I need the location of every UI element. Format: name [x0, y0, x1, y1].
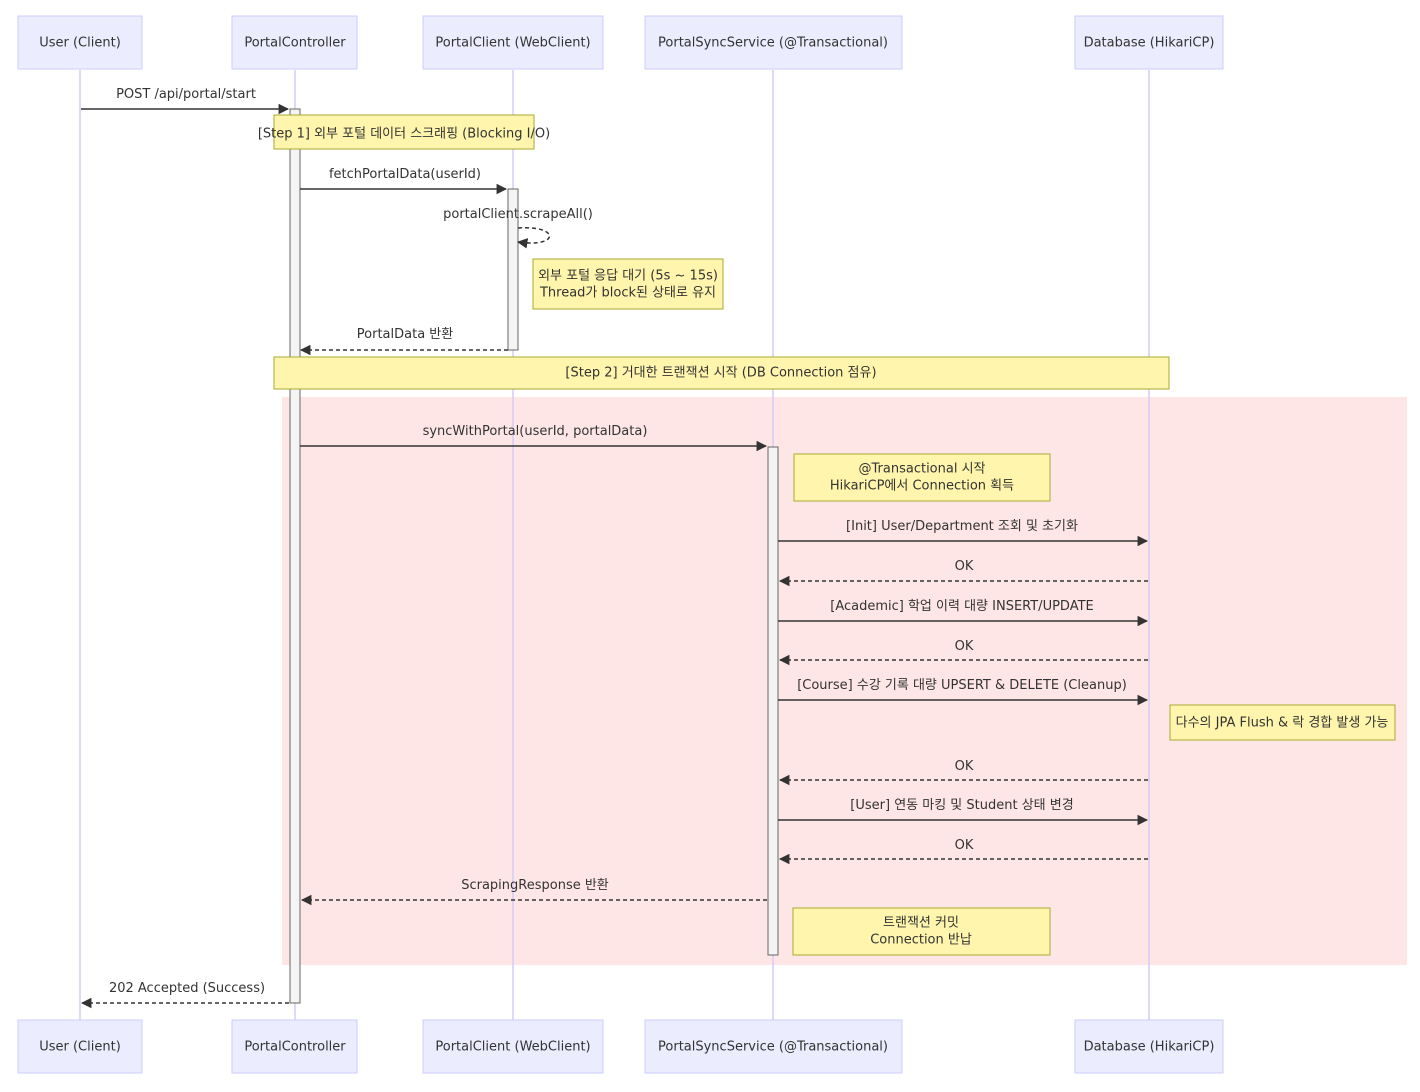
message-label: portalClient.scrapeAll()	[443, 207, 593, 222]
note-line: Thread가 block된 상태로 유지	[539, 286, 716, 301]
message-academic: [Academic] 학업 이력 대량 INSERT/UPDATE	[778, 599, 1149, 627]
activation-controller	[289, 108, 301, 1004]
message-label: OK	[955, 838, 974, 853]
note-line: [Step 2] 거대한 트랜잭션 시작 (DB Connection 점유)	[565, 366, 876, 381]
note-line: Connection 반납	[870, 933, 972, 948]
participant-user: User (Client)	[17, 15, 143, 70]
note-line: 트랜잭션 커밋	[883, 916, 959, 931]
participant-label: PortalClient (WebClient)	[435, 36, 590, 51]
message-label: ScrapingResponse 반환	[461, 878, 609, 893]
message-label: syncWithPortal(userId, portalData)	[423, 424, 648, 439]
participant-service-bottom: PortalSyncService (@Transactional)	[644, 1019, 903, 1074]
message-course: [Course] 수강 기록 대량 UPSERT & DELETE (Clean…	[778, 678, 1149, 706]
message-arrow	[516, 227, 550, 249]
message-ok-1: OK	[778, 559, 1148, 587]
participant-service: PortalSyncService (@Transactional)	[644, 15, 903, 70]
note-wait: 외부 포털 응답 대기 (5s ~ 15s) Thread가 block된 상태…	[532, 258, 724, 310]
participant-client: PortalClient (WebClient)	[422, 15, 604, 70]
note-line: HikariCP에서 Connection 획득	[830, 479, 1014, 494]
activation-service	[767, 446, 779, 956]
message-label: POST /api/portal/start	[116, 87, 256, 102]
message-init: [Init] User/Department 조회 및 초기화	[778, 519, 1149, 547]
message-accepted-return: 202 Accepted (Success)	[80, 981, 289, 1009]
message-portal-data-return: PortalData 반환	[299, 327, 508, 356]
participant-label: User (Client)	[39, 36, 121, 51]
messages: POST /api/portal/start fetchPortalData(u…	[80, 87, 1149, 1009]
note-line: 다수의 JPA Flush & 락 경합 발생 가능	[1176, 716, 1389, 731]
participant-db: Database (HikariCP)	[1074, 15, 1224, 70]
message-label: 202 Accepted (Success)	[109, 981, 265, 996]
message-ok-3: OK	[778, 759, 1148, 786]
message-sync-with-portal: syncWithPortal(userId, portalData)	[300, 424, 768, 452]
participant-user-bottom: User (Client)	[17, 1019, 143, 1074]
message-user-marking: [User] 연동 마킹 및 Student 상태 변경	[778, 798, 1149, 826]
note-line: @Transactional 시작	[859, 462, 986, 477]
participant-label: PortalController	[244, 1040, 346, 1055]
note-transactional-start: @Transactional 시작 HikariCP에서 Connection …	[793, 453, 1051, 502]
note-step2: [Step 2] 거대한 트랜잭션 시작 (DB Connection 점유)	[273, 356, 1170, 390]
participant-label: Database (HikariCP)	[1084, 36, 1215, 51]
message-label: [Course] 수강 기록 대량 UPSERT & DELETE (Clean…	[797, 678, 1127, 693]
message-label: [Init] User/Department 조회 및 초기화	[846, 519, 1078, 534]
participant-controller: PortalController	[231, 15, 358, 70]
participant-label: User (Client)	[39, 1040, 121, 1055]
note-step1: [Step 1] 외부 포털 데이터 스크래핑 (Blocking I/O)	[258, 114, 550, 150]
participant-client-bottom: PortalClient (WebClient)	[422, 1019, 604, 1074]
notes: [Step 1] 외부 포털 데이터 스크래핑 (Blocking I/O) 외…	[258, 114, 1396, 956]
participant-label: PortalController	[244, 36, 346, 51]
message-ok-2: OK	[778, 639, 1148, 666]
message-fetch-portal-data: fetchPortalData(userId)	[300, 167, 508, 195]
message-scraping-response-return: ScrapingResponse 반환	[300, 878, 767, 906]
participant-label: Database (HikariCP)	[1084, 1040, 1215, 1055]
participants-bottom: User (Client) PortalController PortalCli…	[17, 1019, 1224, 1074]
note-line: [Step 1] 외부 포털 데이터 스크래핑 (Blocking I/O)	[258, 127, 550, 142]
participant-db-bottom: Database (HikariCP)	[1074, 1019, 1224, 1074]
message-label: [User] 연동 마킹 및 Student 상태 변경	[850, 798, 1073, 813]
message-post-start: POST /api/portal/start	[81, 87, 290, 115]
activation-client	[507, 188, 519, 351]
participant-controller-bottom: PortalController	[231, 1019, 358, 1074]
note-lock-contention: 다수의 JPA Flush & 락 경합 발생 가능	[1169, 704, 1396, 741]
message-label: OK	[955, 559, 974, 574]
participant-label: PortalSyncService (@Transactional)	[658, 36, 888, 51]
participants-top: User (Client) PortalController PortalCli…	[17, 15, 1224, 70]
participant-label: PortalClient (WebClient)	[435, 1040, 590, 1055]
note-commit: 트랜잭션 커밋 Connection 반납	[792, 907, 1051, 956]
message-label: fetchPortalData(userId)	[329, 167, 481, 182]
message-label: [Academic] 학업 이력 대량 INSERT/UPDATE	[830, 599, 1094, 614]
message-label: PortalData 반환	[357, 327, 453, 342]
note-line: 외부 포털 응답 대기 (5s ~ 15s)	[538, 269, 718, 284]
activation-bars	[289, 108, 779, 1004]
message-ok-4: OK	[778, 838, 1148, 865]
message-label: OK	[955, 639, 974, 654]
message-scrape-all: portalClient.scrapeAll()	[443, 207, 593, 249]
message-label: OK	[955, 759, 974, 774]
participant-label: PortalSyncService (@Transactional)	[658, 1040, 888, 1055]
